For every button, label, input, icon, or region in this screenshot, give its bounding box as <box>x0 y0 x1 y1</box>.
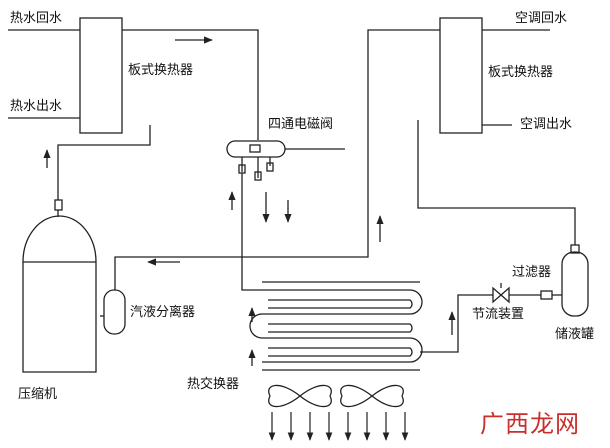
refrigerant-line-top-left <box>122 29 259 140</box>
label-filter: 过滤器 <box>512 265 552 280</box>
fan-left <box>268 384 332 408</box>
refrigerant-line-valve-to-coil <box>241 173 262 291</box>
label-ac-outlet: 空调出水 <box>520 117 573 132</box>
label-ac-return: 空调回水 <box>515 11 568 26</box>
label-hot-water-return: 热水回水 <box>10 11 63 26</box>
heat-exchanger-coil <box>249 281 423 371</box>
label-plate-heat-exchanger-right: 板式换热器 <box>488 65 554 80</box>
plate-heat-exchanger-right <box>439 17 483 134</box>
refrigerant-line-suction <box>114 29 440 290</box>
liquid-receiver <box>561 251 589 317</box>
label-hot-water-outlet: 热水出水 <box>10 99 63 114</box>
label-gas-liquid-separator: 汽液分离器 <box>130 305 196 320</box>
label-liquid-receiver: 储液罐 <box>555 327 595 342</box>
label-plate-heat-exchanger-left: 板式换热器 <box>128 63 194 78</box>
label-throttle-device: 节流装置 <box>472 307 525 322</box>
throttle-valve <box>492 286 502 304</box>
gas-liquid-separator <box>103 289 126 335</box>
refrigerant-line-right-down <box>417 120 576 245</box>
compressor-connector <box>54 199 63 211</box>
label-heat-exchanger: 热交换器 <box>187 377 240 392</box>
four-way-solenoid-valve <box>226 140 286 158</box>
plate-heat-exchanger-left <box>79 17 123 134</box>
compressor <box>22 215 97 373</box>
watermark-text: 广西龙网 <box>480 410 580 438</box>
label-four-way-valve: 四通电磁阀 <box>268 117 334 132</box>
label-compressor: 压缩机 <box>18 387 58 402</box>
fan-right <box>340 384 404 408</box>
refrigerant-line-compressor-discharge <box>57 125 151 200</box>
filter <box>540 290 553 300</box>
